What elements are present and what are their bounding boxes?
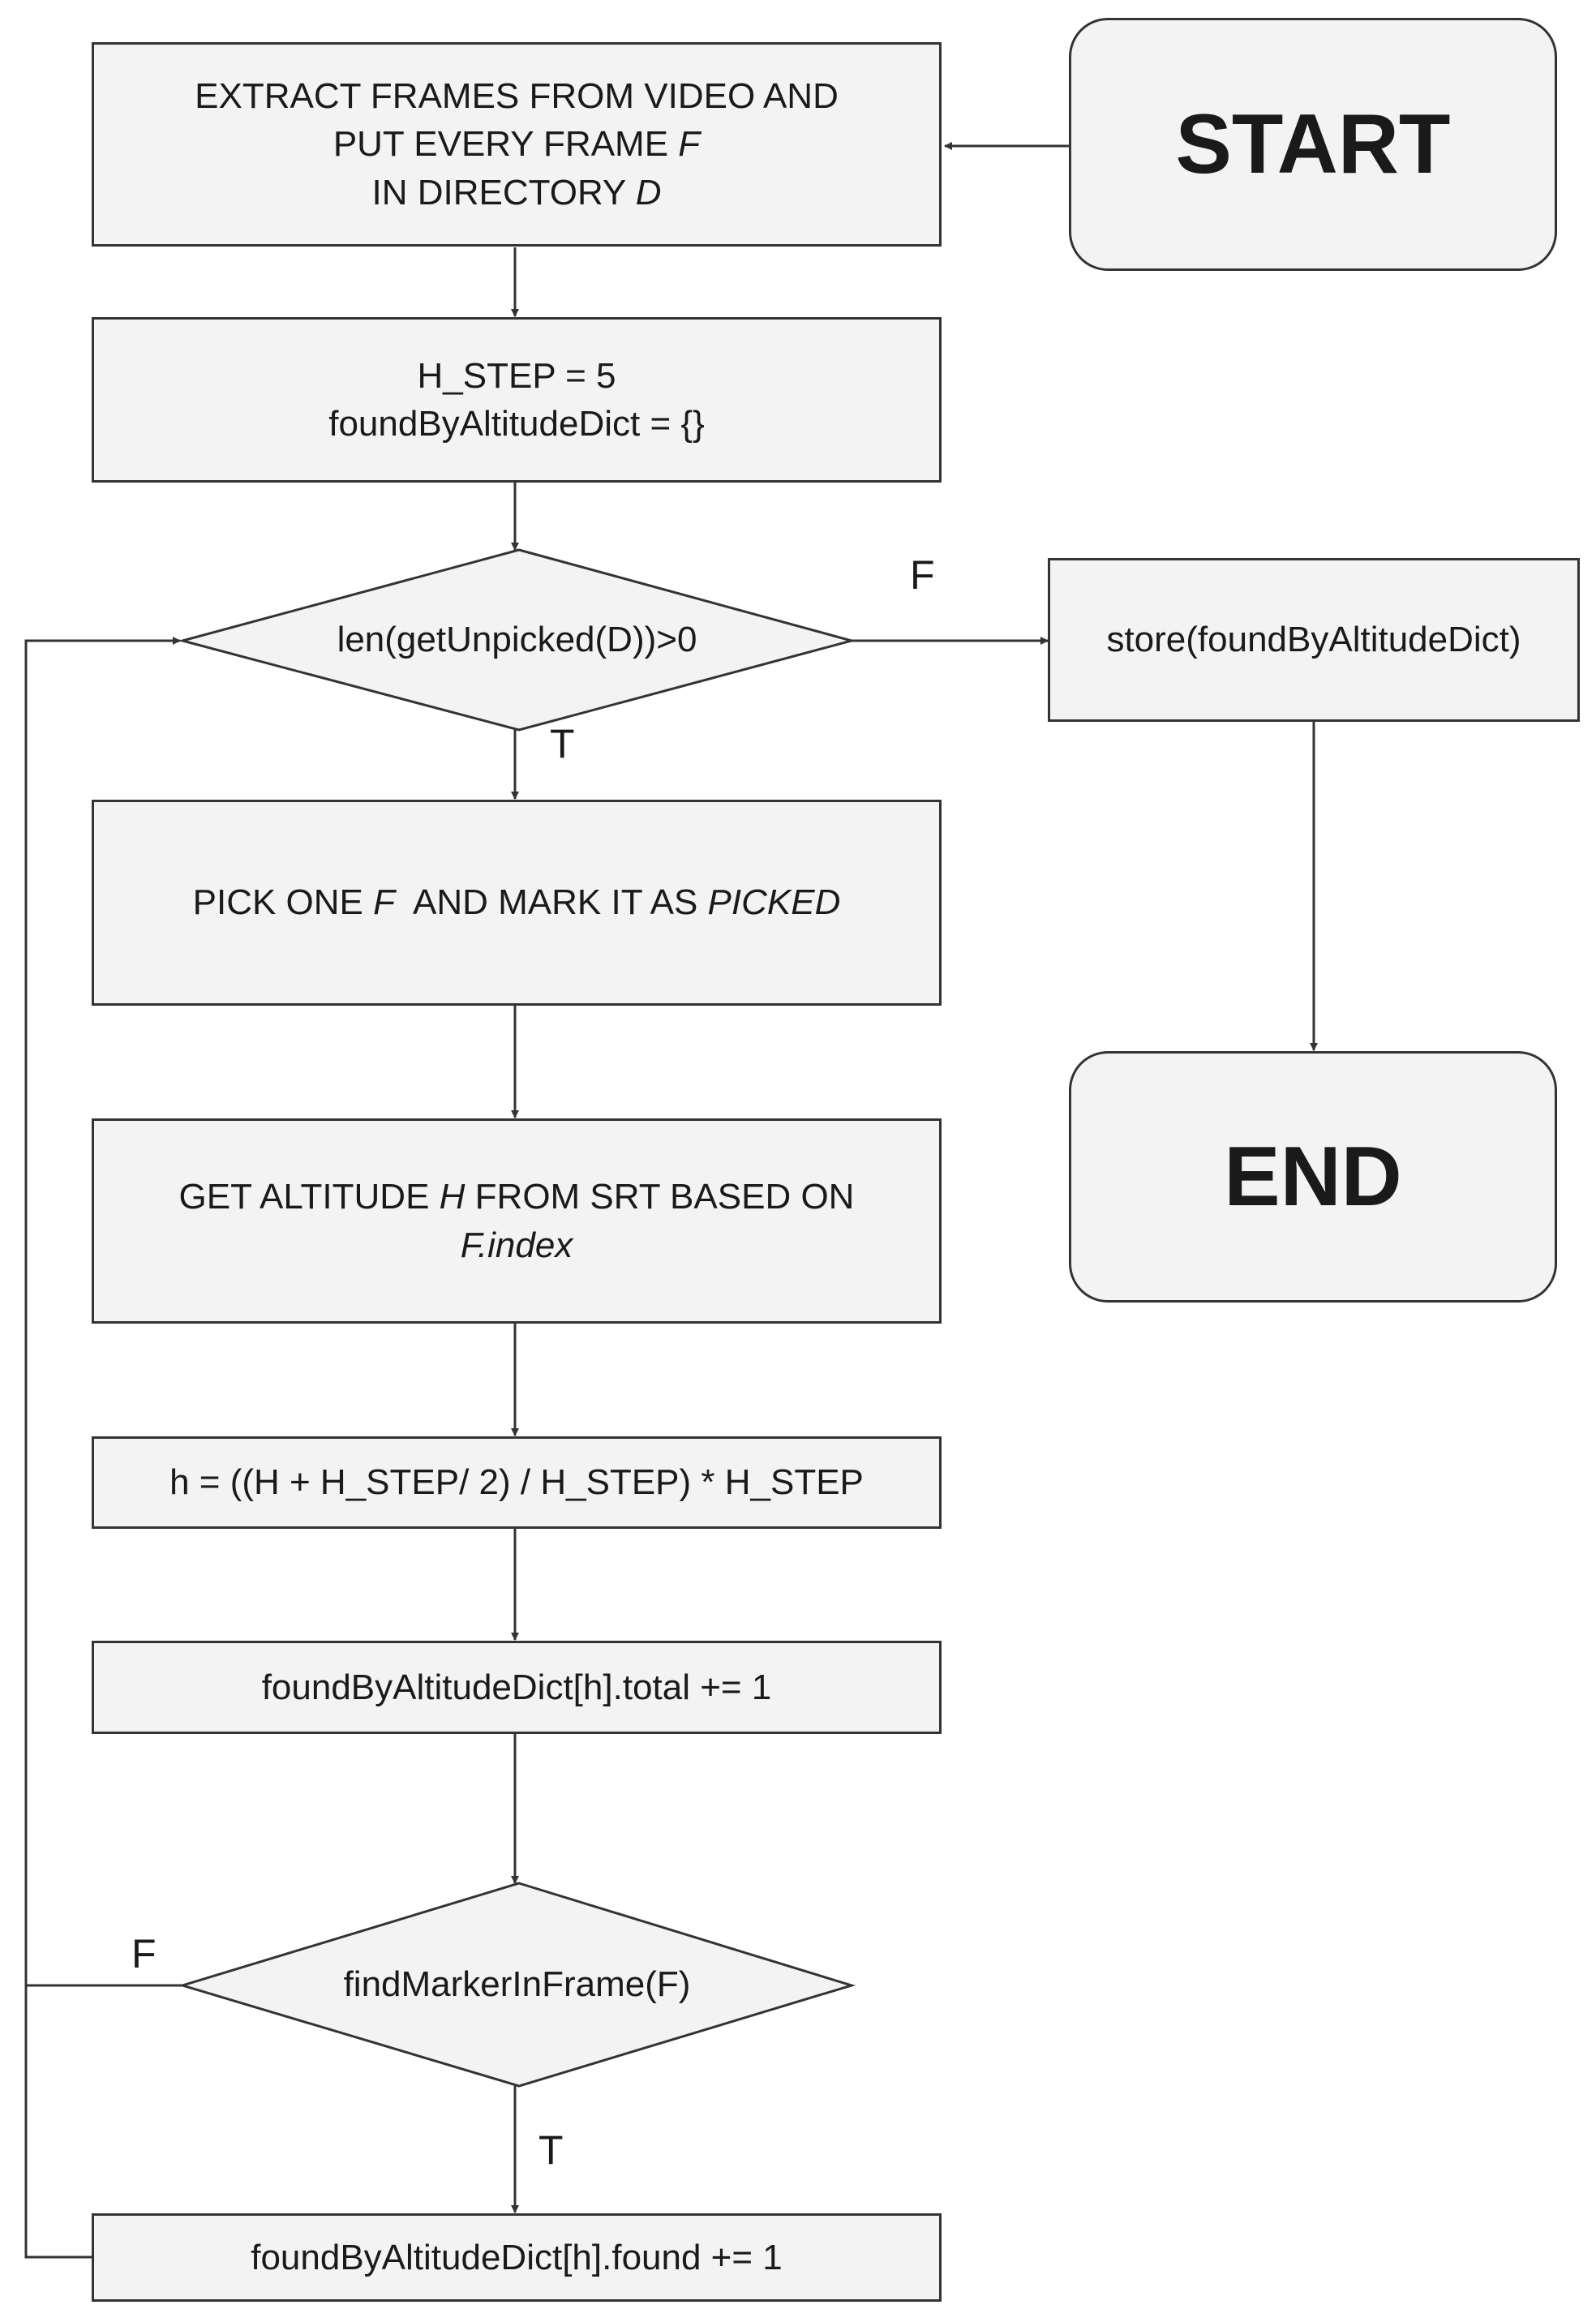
round-altitude-box: h = ((H + H_STEP/ 2) / H_STEP) * H_STEP bbox=[92, 1436, 942, 1529]
edge-marker-false-loop-back bbox=[24, 637, 182, 1987]
loop-check-true-label: T bbox=[550, 721, 575, 766]
get-altitude-box: GET ALTITUDE H FROM SRT BASED ON F.index bbox=[92, 1118, 942, 1324]
var-frame: F bbox=[373, 882, 396, 923]
marker-check-true-label: T bbox=[538, 2127, 564, 2173]
var-altitude: H bbox=[439, 1177, 466, 1217]
loop-check-label: len(getUnpicked(D))>0 bbox=[337, 620, 697, 659]
altitude-line-2: F.index bbox=[460, 1225, 573, 1265]
init-line-2: foundByAltitudeDict = {} bbox=[328, 404, 705, 444]
extract-line-1: EXTRACT FRAMES FROM VIDEO AND bbox=[195, 75, 839, 116]
pick-frame-box: PICK ONE F AND MARK IT AS PICKED bbox=[92, 800, 942, 1006]
var-frame: F bbox=[678, 124, 701, 165]
end-label: END bbox=[1224, 1129, 1402, 1224]
start-terminal: START bbox=[1069, 18, 1557, 271]
loop-check-false-label: F bbox=[910, 552, 935, 598]
decision-loop-check-shape bbox=[178, 548, 856, 732]
edge-found-loop-back bbox=[24, 1985, 92, 2259]
marker-check-label: findMarkerInFrame(F) bbox=[343, 1964, 691, 2004]
extract-line-3: IN DIRECTORY D bbox=[371, 172, 662, 212]
var-picked: PICKED bbox=[707, 882, 841, 923]
init-box: H_STEP = 5 foundByAltitudeDict = {} bbox=[92, 317, 942, 483]
decision-marker-check-shape bbox=[178, 1882, 856, 2088]
marker-check-false-label: F bbox=[131, 1931, 157, 1976]
var-directory: D bbox=[635, 172, 662, 212]
store-box: store(foundByAltitudeDict) bbox=[1048, 558, 1580, 722]
extract-frames-box: EXTRACT FRAMES FROM VIDEO AND PUT EVERY … bbox=[92, 42, 942, 247]
end-terminal: END bbox=[1069, 1051, 1557, 1303]
start-label: START bbox=[1175, 97, 1451, 191]
increment-total-box: foundByAltitudeDict[h].total += 1 bbox=[92, 1641, 942, 1734]
init-line-1: H_STEP = 5 bbox=[417, 355, 616, 396]
increment-found-box: foundByAltitudeDict[h].found += 1 bbox=[92, 2213, 942, 2302]
extract-line-2: PUT EVERY FRAME F bbox=[332, 124, 701, 165]
